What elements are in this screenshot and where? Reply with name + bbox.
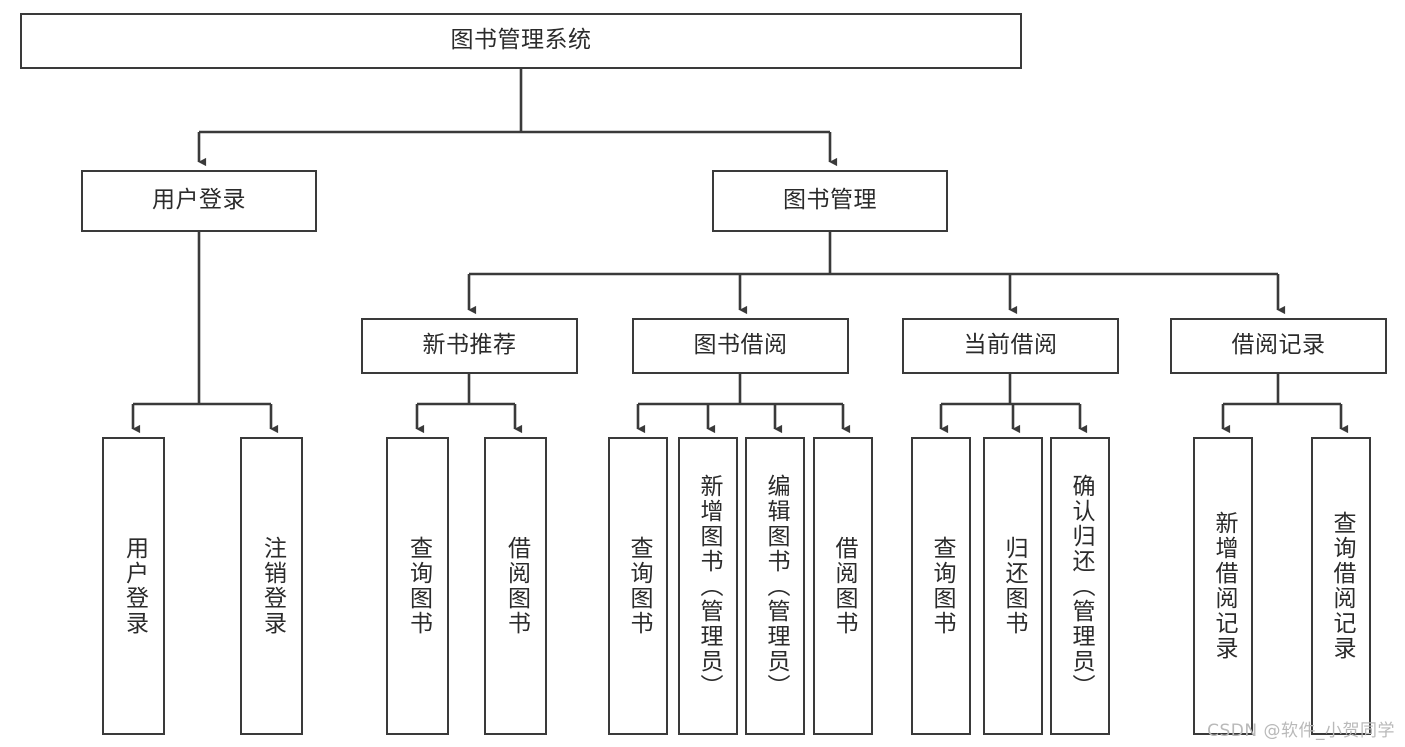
node-book-management-label: 图书管理 — [783, 187, 877, 214]
node-book-management[interactable]: 图书管理 — [712, 170, 948, 232]
leaf-current-confirm-return-admin[interactable]: 确认归还（管理员） — [1050, 437, 1110, 735]
leaf-record-query-record[interactable]: 查询借阅记录 — [1311, 437, 1371, 735]
leaf-current-confirm-return-admin-label: 确认归还（管理员） — [1067, 473, 1094, 699]
node-book-borrow[interactable]: 图书借阅 — [632, 318, 849, 374]
leaf-current-return-book-label: 归还图书 — [1000, 536, 1027, 636]
leaf-current-query-book[interactable]: 查询图书 — [911, 437, 971, 735]
node-user-login[interactable]: 用户登录 — [81, 170, 317, 232]
leaf-record-add-record[interactable]: 新增借阅记录 — [1193, 437, 1253, 735]
node-root-system-label: 图书管理系统 — [450, 27, 592, 54]
leaf-current-query-book-label: 查询图书 — [928, 536, 955, 636]
leaf-current-return-book[interactable]: 归还图书 — [983, 437, 1043, 735]
leaf-borrow-query-book-label: 查询图书 — [625, 536, 652, 636]
node-borrow-record[interactable]: 借阅记录 — [1170, 318, 1387, 374]
leaf-user-logout[interactable]: 注销登录 — [240, 437, 303, 735]
node-current-borrow-label: 当前借阅 — [963, 332, 1058, 359]
node-borrow-record-label: 借阅记录 — [1231, 332, 1326, 359]
leaf-borrow-add-book-admin[interactable]: 新增图书（管理员） — [678, 437, 738, 735]
node-new-book-recommend-label: 新书推荐 — [422, 332, 517, 359]
leaf-recommend-borrow-book[interactable]: 借阅图书 — [484, 437, 547, 735]
node-book-borrow-label: 图书借阅 — [693, 332, 788, 359]
node-new-book-recommend[interactable]: 新书推荐 — [361, 318, 578, 374]
node-current-borrow[interactable]: 当前借阅 — [902, 318, 1119, 374]
leaf-user-login[interactable]: 用户登录 — [102, 437, 165, 735]
leaf-borrow-add-book-admin-label: 新增图书（管理员） — [695, 473, 722, 699]
node-user-login-label: 用户登录 — [152, 187, 246, 214]
leaf-record-query-record-label: 查询借阅记录 — [1328, 511, 1355, 661]
leaf-borrow-edit-book-admin-label: 编辑图书（管理员） — [762, 473, 789, 699]
leaf-borrow-edit-book-admin[interactable]: 编辑图书（管理员） — [745, 437, 805, 735]
csdn-watermark: CSDN @软件_小贺同学 — [1207, 721, 1395, 741]
leaf-recommend-query-book-label: 查询图书 — [405, 536, 432, 636]
leaf-record-add-record-label: 新增借阅记录 — [1210, 511, 1237, 661]
leaf-borrow-query-book[interactable]: 查询图书 — [608, 437, 668, 735]
node-root-system[interactable]: 图书管理系统 — [20, 13, 1022, 69]
leaf-borrow-borrow-book-label: 借阅图书 — [830, 536, 857, 636]
leaf-recommend-borrow-book-label: 借阅图书 — [503, 536, 530, 636]
leaf-borrow-borrow-book[interactable]: 借阅图书 — [813, 437, 873, 735]
leaf-user-logout-label: 注销登录 — [259, 536, 286, 636]
leaf-recommend-query-book[interactable]: 查询图书 — [386, 437, 449, 735]
leaf-user-login-label: 用户登录 — [121, 536, 148, 636]
